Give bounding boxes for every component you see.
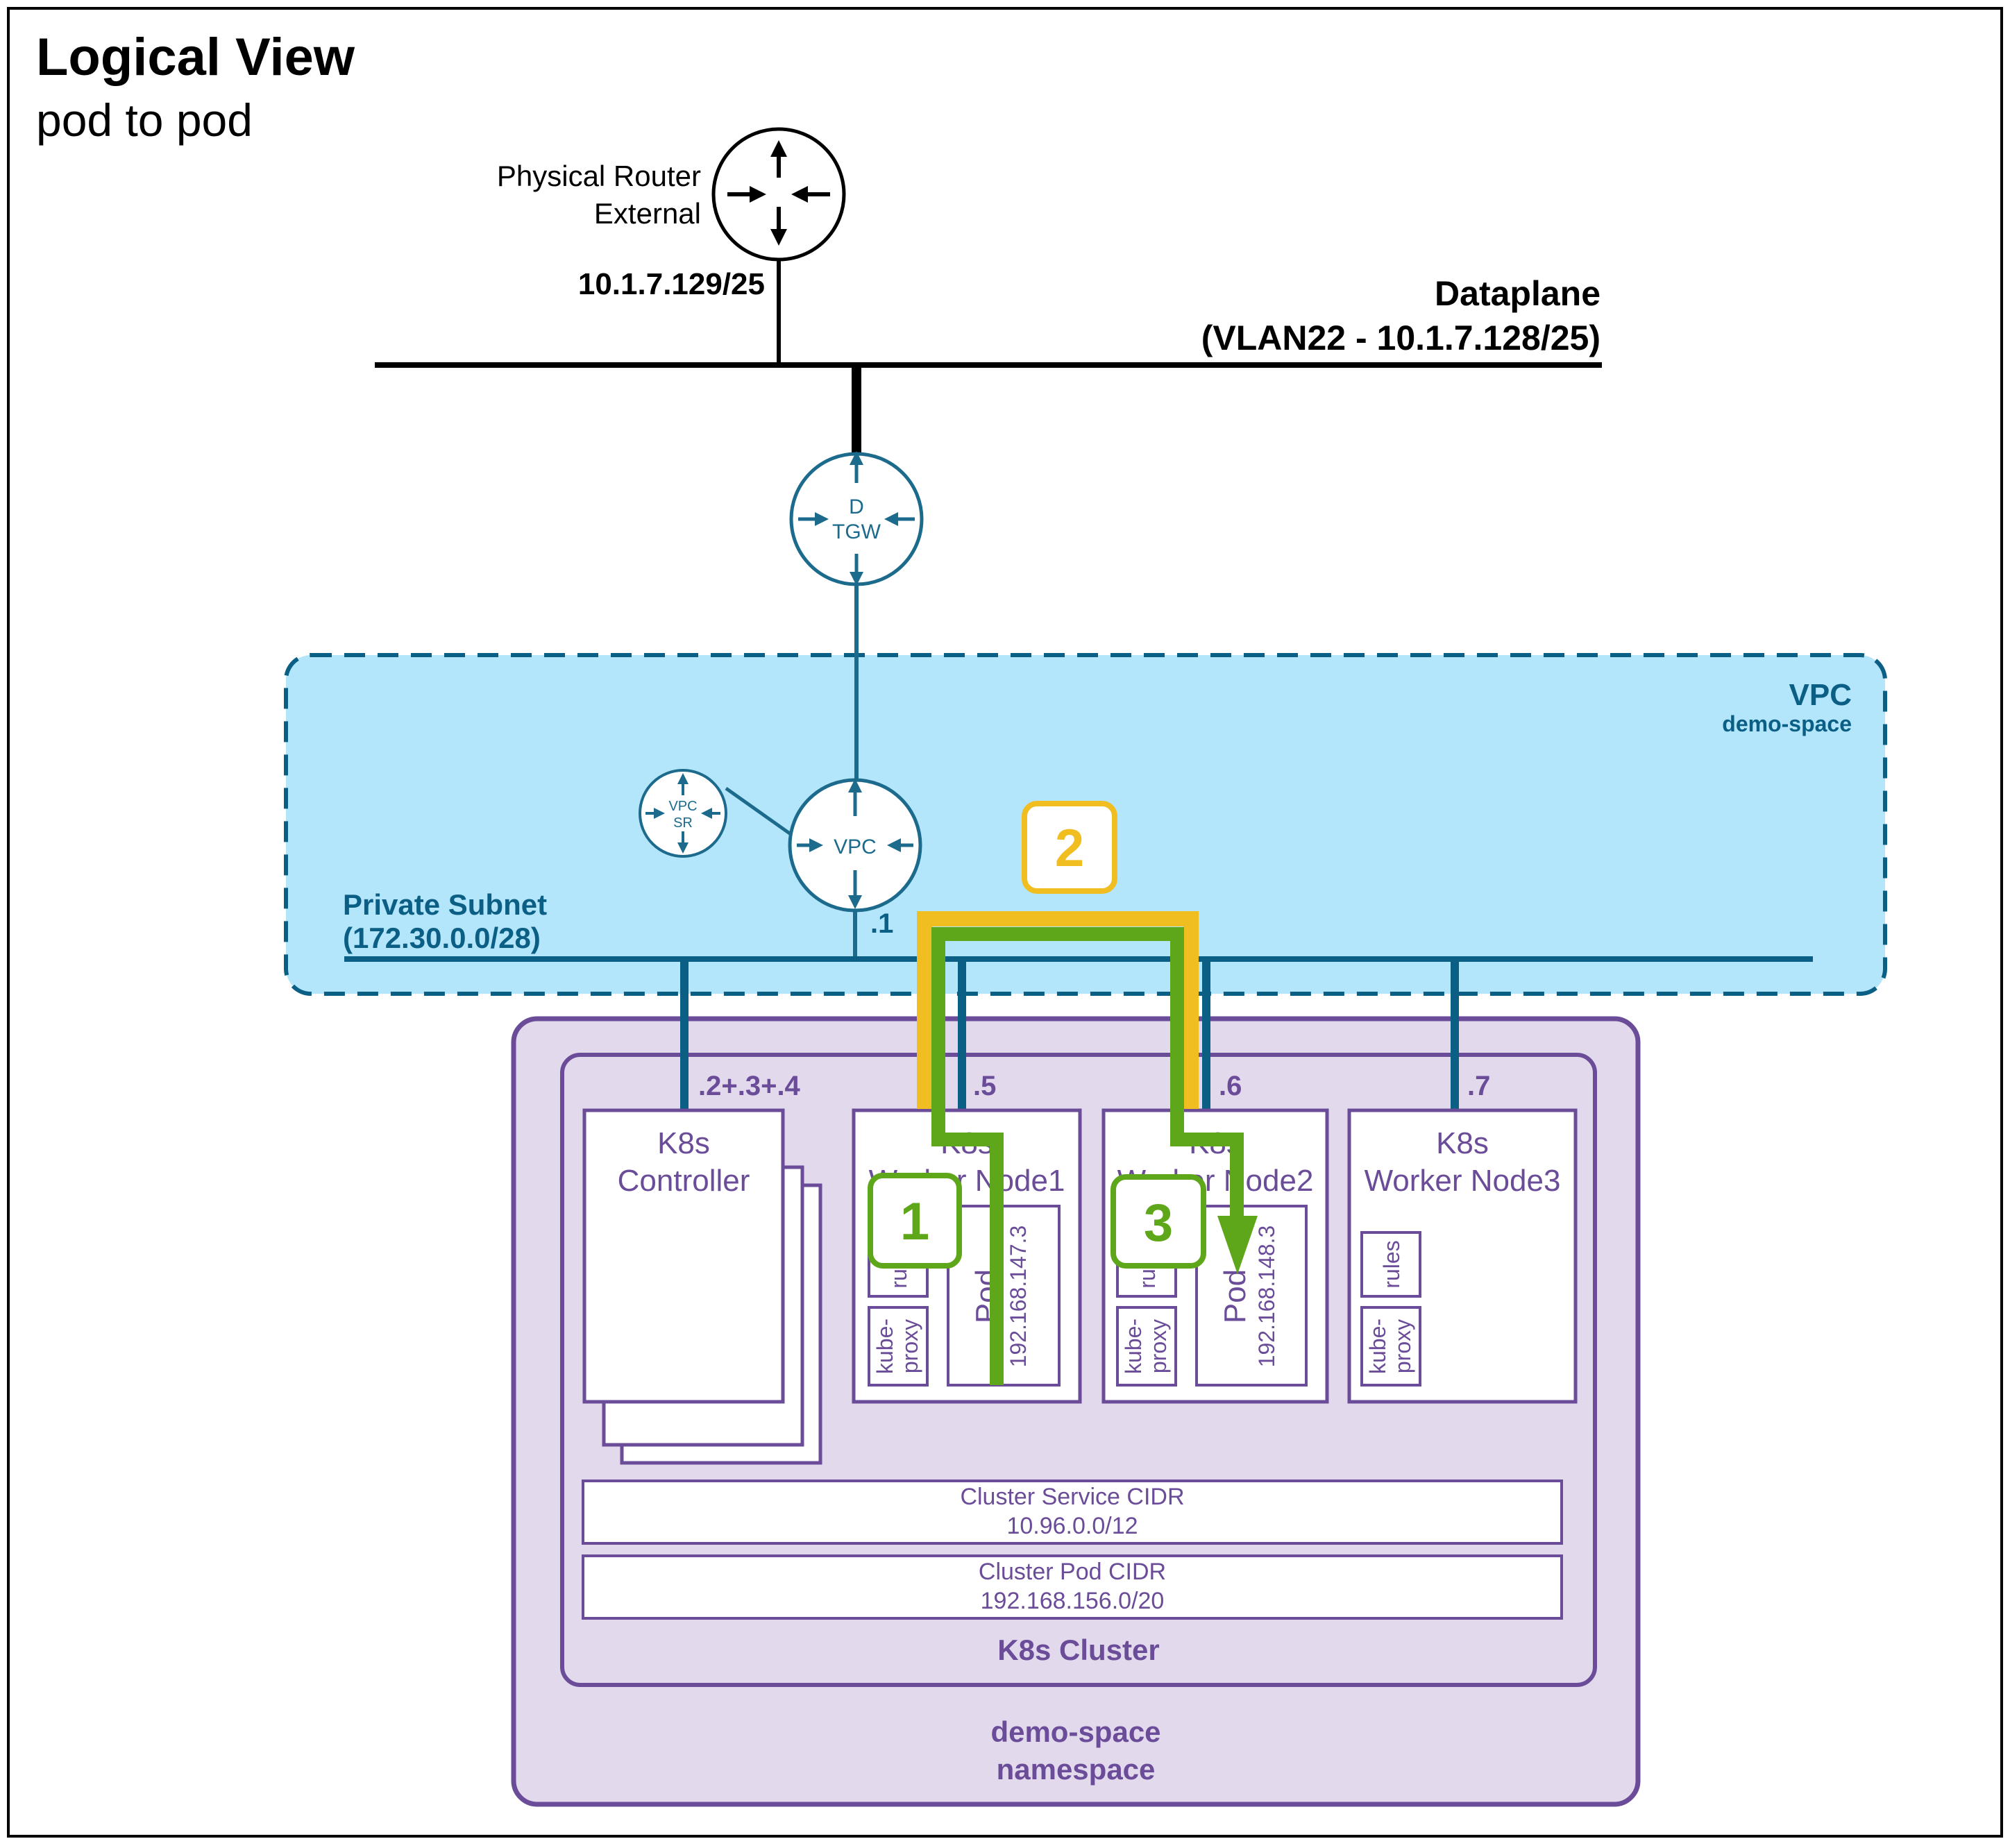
path-green-arrowhead bbox=[1217, 1216, 1258, 1274]
worker1-ip: .5 bbox=[973, 1071, 996, 1101]
pod-cidr-label: Cluster Pod CIDR bbox=[979, 1559, 1166, 1585]
worker1-kube-proxy-2: proxy bbox=[897, 1319, 922, 1373]
worker3-rules-box bbox=[1360, 1231, 1421, 1298]
k8s-controller-card bbox=[582, 1108, 785, 1404]
step-3-number: 3 bbox=[1144, 1194, 1173, 1253]
worker3-kube-proxy-box bbox=[1360, 1306, 1421, 1387]
subnet-cidr-label: (172.30.0.0/28) bbox=[343, 922, 541, 954]
worker2-kube-proxy: kube- bbox=[1121, 1319, 1146, 1374]
step-1-badge: 1 bbox=[868, 1173, 962, 1269]
vpc-router bbox=[788, 778, 922, 913]
controller-card-stack bbox=[582, 1108, 822, 1465]
vpc-router-label: VPC bbox=[834, 836, 877, 858]
namespace-label: demo-space bbox=[990, 1715, 1160, 1748]
tgw-label-d: D bbox=[849, 495, 864, 518]
tgw-label: TGW bbox=[832, 520, 881, 543]
vpc-sr-link bbox=[725, 786, 794, 838]
pod-cidr-box bbox=[582, 1554, 1563, 1620]
worker3-label-2: Worker Node3 bbox=[1365, 1164, 1561, 1198]
vpc-subtitle: demo-space bbox=[1722, 711, 1852, 736]
router-arrows-icon bbox=[727, 140, 830, 246]
controller-label-2: Controller bbox=[618, 1164, 750, 1198]
worker2-pod-label: Pod bbox=[1218, 1269, 1252, 1323]
vpc-sr-router bbox=[639, 769, 727, 858]
controller-ip: .2+.3+.4 bbox=[698, 1071, 801, 1101]
worker2-ip: .6 bbox=[1219, 1071, 1242, 1101]
vpc-router-arrows-icon bbox=[797, 779, 913, 909]
page-subtitle: pod to pod bbox=[36, 94, 253, 146]
physical-router-label-2: External bbox=[594, 197, 701, 230]
controller-label: K8s bbox=[657, 1126, 710, 1160]
subnet-label: Private Subnet bbox=[343, 888, 547, 921]
step-2-number: 2 bbox=[1055, 819, 1084, 878]
vpc-sr-arrows-icon bbox=[645, 773, 720, 854]
tgw-arrows-icon bbox=[798, 451, 915, 586]
worker3-kube-proxy-2: proxy bbox=[1390, 1319, 1415, 1373]
service-cidr-label: Cluster Service CIDR bbox=[960, 1484, 1184, 1510]
physical-router-ip: 10.1.7.129/25 bbox=[578, 267, 765, 301]
dataplane-label: Dataplane bbox=[1435, 274, 1601, 313]
service-cidr-box bbox=[582, 1480, 1563, 1545]
vpc-sr-label: VPC bbox=[668, 799, 697, 814]
step-1-number: 1 bbox=[900, 1192, 929, 1251]
worker1-kube-proxy: kube- bbox=[872, 1319, 897, 1374]
physical-router-label: Physical Router bbox=[497, 160, 701, 192]
physical-router bbox=[711, 127, 846, 365]
page-title: Logical View bbox=[36, 28, 355, 87]
worker2-pod-ip: 192.168.148.3 bbox=[1254, 1226, 1279, 1368]
worker2-pod-box bbox=[1195, 1205, 1308, 1387]
path-step2-yellow bbox=[917, 911, 1199, 1109]
worker1-pod-ip: 192.168.147.3 bbox=[1006, 1226, 1031, 1368]
worker3-rules: rules bbox=[1379, 1240, 1404, 1288]
vpc-title: VPC bbox=[1789, 678, 1852, 712]
worker3-kube-proxy: kube- bbox=[1365, 1319, 1390, 1374]
worker2-kube-proxy-box bbox=[1116, 1306, 1177, 1387]
step-3-badge: 3 bbox=[1110, 1174, 1206, 1269]
vpc-sr-label-2: SR bbox=[673, 815, 693, 831]
namespace-label-2: namespace bbox=[997, 1753, 1156, 1786]
k8s-cluster-label: K8s Cluster bbox=[997, 1634, 1159, 1666]
worker3-label: K8s bbox=[1436, 1126, 1489, 1160]
pod-cidr-value: 192.168.156.0/20 bbox=[981, 1588, 1165, 1614]
worker3-ip: .7 bbox=[1467, 1071, 1490, 1101]
step-2-badge: 2 bbox=[1022, 801, 1117, 894]
worker2-kube-proxy-2: proxy bbox=[1146, 1319, 1171, 1373]
outer-frame bbox=[7, 7, 2003, 1838]
worker1-kube-proxy-box bbox=[868, 1306, 929, 1387]
dataplane-subnet-label: (VLAN22 - 10.1.7.128/25) bbox=[1201, 319, 1601, 357]
service-cidr-value: 10.96.0.0/12 bbox=[1006, 1513, 1138, 1539]
tgw-router bbox=[789, 451, 924, 586]
vpc-router-ip: .1 bbox=[870, 908, 893, 939]
path-green-route bbox=[931, 927, 1244, 1385]
